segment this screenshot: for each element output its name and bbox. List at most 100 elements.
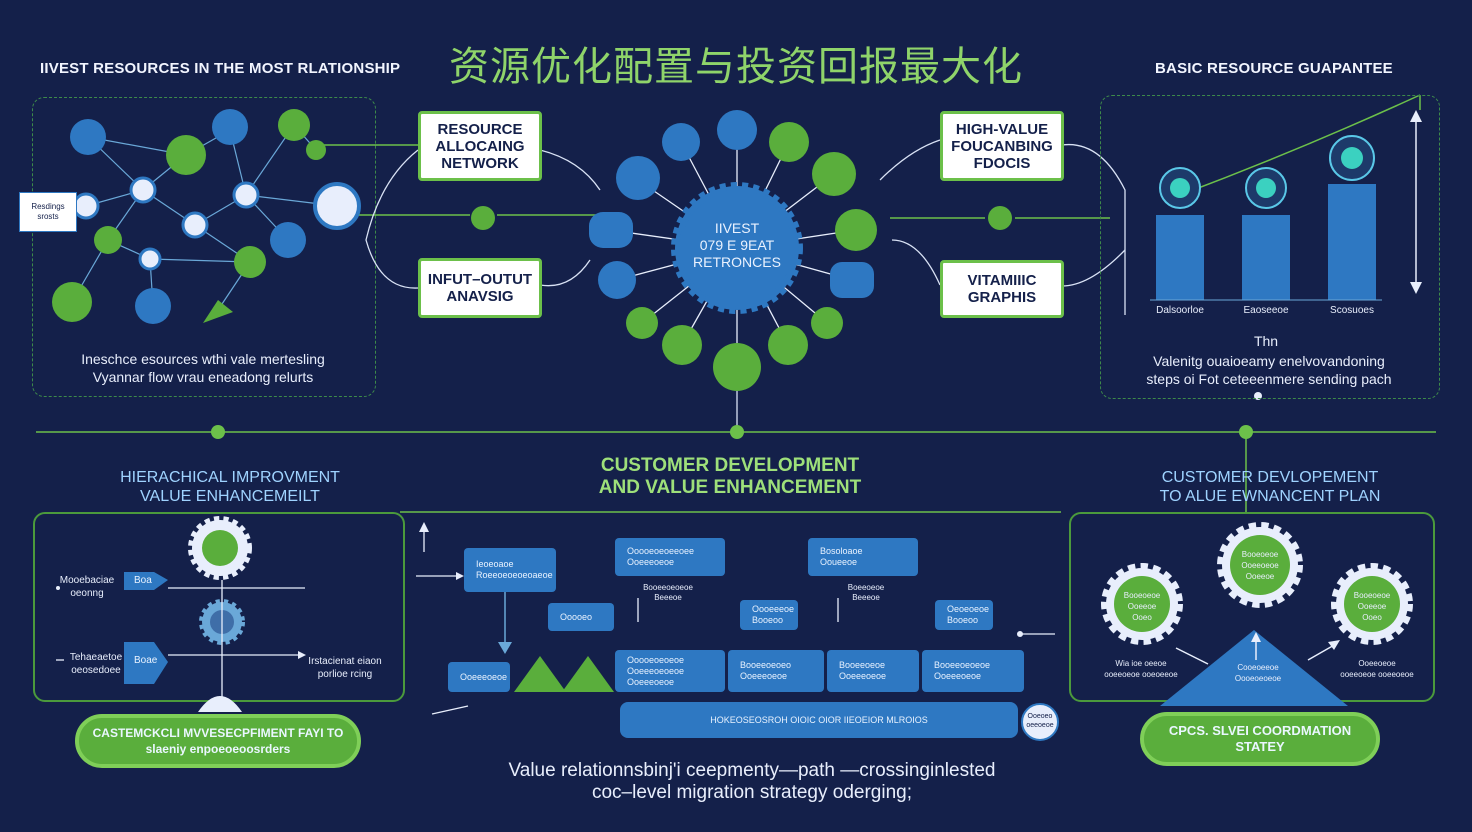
- flow-box-a: Ieoeoaoe Roeeoeoeoeoaeoe: [464, 548, 556, 592]
- arrow-tag-bottom-label: Boae: [134, 655, 158, 666]
- big-white-node: [313, 182, 361, 230]
- white-node: [129, 176, 157, 204]
- invest-hub-gear: [671, 182, 803, 314]
- bar-1: [1156, 215, 1204, 300]
- flow-row-box-1: Ooooeoeoeoe Ooeeeoeoeoe Ooeeeoeoe: [615, 650, 725, 692]
- bottom-right-label-left: Wia ioe oeeoe ooeeoeoe ooeoeeoe: [1104, 659, 1178, 679]
- dome-icon: [198, 696, 242, 712]
- brain-icon: [1159, 167, 1201, 209]
- gear-right-label: Booeoeoe Ooeeoe Ooeo: [1353, 591, 1391, 622]
- gear-icon: [188, 516, 252, 580]
- green-node: [306, 140, 326, 160]
- white-node: [181, 211, 209, 239]
- triangle-shape: [562, 656, 614, 692]
- gear-left-label: Booeoeoe Ooeeoe Ooeo: [1123, 591, 1161, 622]
- flow-box-f: Oeoeoeoe Booeoo: [935, 600, 993, 630]
- satellite-node: [769, 122, 809, 162]
- satellite-node: [830, 262, 874, 298]
- bottom-right-label-right: Ooeeoeoe ooeeoeoe ooeeoeoe: [1340, 659, 1414, 679]
- satellite-node: [616, 156, 660, 200]
- satellite-node: [598, 261, 636, 299]
- bar-3: [1328, 184, 1376, 300]
- arrow-tag-bottom: [124, 642, 168, 684]
- flow-row-box-3: Booeeoeoe Ooeeeoeoe: [827, 650, 919, 692]
- connector-dot-left: [471, 206, 495, 230]
- connector-dot-right: [988, 206, 1012, 230]
- bottom-right-label-mid: Cooeoeeoe Oooeoeoeoe: [1234, 663, 1282, 683]
- flow-small-button: Ooeeeoeoe: [448, 662, 510, 692]
- satellite-node: [812, 152, 856, 196]
- satellite-node: [662, 123, 700, 161]
- green-node: [52, 282, 92, 322]
- blue-node: [212, 109, 248, 145]
- satellite-node: [717, 110, 757, 150]
- flow-row-box-4: Booeeoeoeoe Ooeeeoeoe: [922, 650, 1024, 692]
- bottom-left-pill: CASTEMCKCLI MVVESECPFIMENT FAYI TO slaen…: [75, 714, 361, 768]
- brain-icon: [1329, 135, 1375, 181]
- end-circle-label: Ooeoeo oeeoeoe: [1026, 713, 1054, 729]
- flow-box-d: Bosoloaoe Ooueeoe: [808, 538, 918, 576]
- arrow-tag-top-label: Boa: [134, 575, 152, 586]
- resource-allocating-network-box: RESOURCE ALLOCAING NETWORK: [418, 111, 542, 181]
- bottom-left-right-label: Irstacienat eiaon porlioe rcing: [308, 656, 382, 680]
- gear-icon: [1101, 563, 1183, 645]
- brain-icon: [1245, 167, 1287, 209]
- flow-label-a: Booeeoeoeoe Beeeoe: [643, 583, 693, 602]
- page-title: 资源优化配置与投资回报最大化: [449, 44, 1023, 90]
- bottom-left-heading: HIERACHICAL IMPROVMENT VALUE ENHANCEMEIL…: [120, 469, 340, 505]
- satellite-node: [768, 325, 808, 365]
- vitamic-graphs-box: VITAMIIIC GRAPHIS: [940, 260, 1064, 318]
- divider-dot-right: [1239, 425, 1253, 439]
- bottom-left-label-top: Mooebaciae oeonng: [59, 575, 115, 599]
- bar-2: [1242, 215, 1290, 300]
- right-top-panel: [1100, 95, 1440, 399]
- bottom-center-heading: CUSTOMER DEVELOPMENT AND VALUE ENHANCEME…: [598, 455, 862, 498]
- flow-box-b: Ooooeo: [548, 603, 614, 631]
- end-circle: [1021, 703, 1059, 741]
- flow-box-e: Oooeeeoe Booeoo: [740, 600, 798, 630]
- bar-label-3: Scosuoes: [1330, 305, 1374, 316]
- satellite-node: [662, 325, 702, 365]
- pyramid-shape: [1160, 630, 1348, 706]
- right-top-heading: BASIC RESOURCE GUAPANTEE: [1155, 60, 1393, 77]
- bottom-footer-caption: Value relationnsbinj'i ceepmenty—path —c…: [508, 760, 996, 803]
- blue-node: [270, 222, 306, 258]
- green-node: [278, 109, 310, 141]
- arrow-tag-top: [124, 572, 168, 590]
- bottom-right-pill: CPCS. SLVEI COORDMATION STATEY: [1140, 712, 1380, 766]
- gear-icon: [1331, 563, 1413, 645]
- bar-label-1: Dalsoorloe: [1156, 305, 1204, 316]
- triangle-shape: [514, 656, 566, 692]
- triangle-node: [203, 300, 233, 323]
- flow-box-c: Ooooeoeoeeoee Ooeeeoeoe: [615, 538, 725, 576]
- blue-node: [135, 288, 171, 324]
- satellite-node: [589, 212, 633, 248]
- divider-dot-center: [730, 425, 744, 439]
- satellite-node: [835, 209, 877, 251]
- right-mini-label: Thn: [1253, 333, 1279, 349]
- high-value-focusing-box: HIGH-VALUE FOUCANBING FDOCIS: [940, 111, 1064, 181]
- blue-node: [70, 119, 106, 155]
- bottom-left-label-bottom: Tehaeaetoe oeosedoee: [69, 652, 123, 676]
- green-node: [166, 135, 206, 175]
- satellite-node: [713, 343, 761, 391]
- bottom-right-heading: CUSTOMER DEVLOPEMENT TO ALUE EWNANCENT P…: [1159, 469, 1381, 505]
- flow-long-bar: HOKEOSEOSROH OIOIC OIOR IIEOEIOR MLROIOS: [620, 702, 1018, 738]
- gear-icon: [1217, 522, 1303, 608]
- bar-label-2: Eaoseeoe: [1243, 305, 1289, 316]
- hub-label: IIVEST 079 E 9EAT RETRONCES: [693, 220, 781, 270]
- flow-label-b: Boeeoeoe Beeeoe: [847, 583, 885, 602]
- left-top-heading: IIVEST RESOURCES IN THE MOST RLATIONSHIP: [40, 60, 401, 77]
- left-top-caption: Ineschce esources wthi vale mertesling V…: [81, 351, 325, 385]
- flow-row-box-2: Booeeoeoeo Ooeeeoeoe: [728, 650, 824, 692]
- right-top-caption: Valenitg ouaioeamy enelvovandoning steps…: [1146, 353, 1392, 387]
- left-top-panel: [32, 97, 376, 397]
- satellite-node: [626, 307, 658, 339]
- white-node: [232, 181, 260, 209]
